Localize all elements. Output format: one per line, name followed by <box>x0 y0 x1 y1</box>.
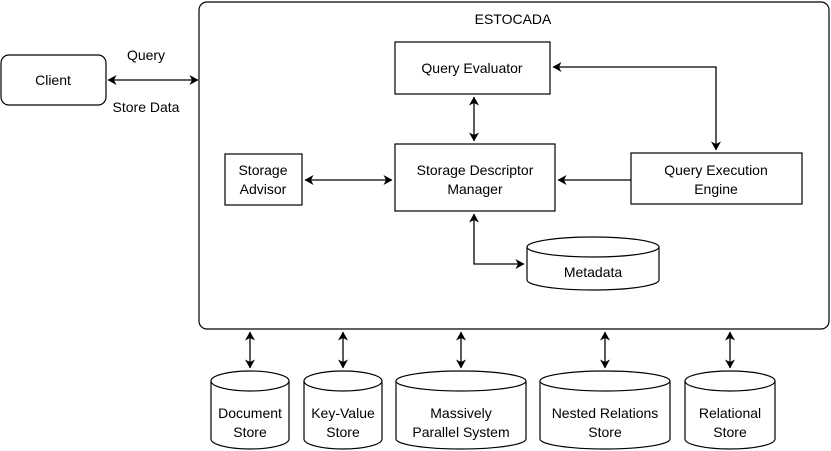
metadata-label: Metadata <box>564 264 623 280</box>
query-execution-engine-label-line2: Engine <box>694 181 738 197</box>
client-link-query-label: Query <box>127 47 165 63</box>
relational-store-label-line1: Relational <box>699 405 761 421</box>
estocada-title: ESTOCADA <box>475 11 552 27</box>
document-store-cylinder <box>210 370 290 450</box>
query-evaluator-label: Query Evaluator <box>421 60 522 76</box>
query-evaluator-box <box>394 41 551 95</box>
nested-relations-store-label-line1: Nested Relations <box>552 405 659 421</box>
query-execution-engine-label-line1: Query Execution <box>664 162 768 178</box>
nested-relations-store-label-line2: Store <box>588 424 622 440</box>
evaluator-execution-engine-arrow <box>552 62 721 151</box>
nested-relations-store-cylinder <box>539 370 671 450</box>
storage-descriptor-manager-label-line1: Storage Descriptor <box>417 162 534 178</box>
document-store-label-line2: Store <box>233 424 267 440</box>
key-value-store-label-line2: Store <box>326 424 360 440</box>
metadata-cylinder <box>526 236 660 291</box>
massively-parallel-system-label-line1: Massively <box>430 405 491 421</box>
key-value-store-label-line1: Key-Value <box>311 405 375 421</box>
key-value-store-cylinder <box>303 370 383 450</box>
client-label: Client <box>35 72 71 88</box>
massively-parallel-system-label-line2: Parallel System <box>412 424 509 440</box>
manager-metadata-arrow <box>469 213 525 269</box>
storage-descriptor-manager-box <box>394 143 556 212</box>
query-execution-engine-box <box>630 152 803 205</box>
massively-parallel-system-cylinder <box>395 370 527 450</box>
relational-store-cylinder <box>684 370 776 450</box>
relational-store-label-line2: Store <box>713 424 747 440</box>
storage-advisor-label-line1: Storage <box>238 162 287 178</box>
storage-descriptor-manager-label-line2: Manager <box>447 181 503 197</box>
storage-advisor-label-line2: Advisor <box>240 181 287 197</box>
client-link-store-data-label: Store Data <box>113 99 180 115</box>
storage-advisor-box <box>224 153 303 206</box>
client-box <box>0 54 107 106</box>
document-store-label-line1: Document <box>218 405 282 421</box>
